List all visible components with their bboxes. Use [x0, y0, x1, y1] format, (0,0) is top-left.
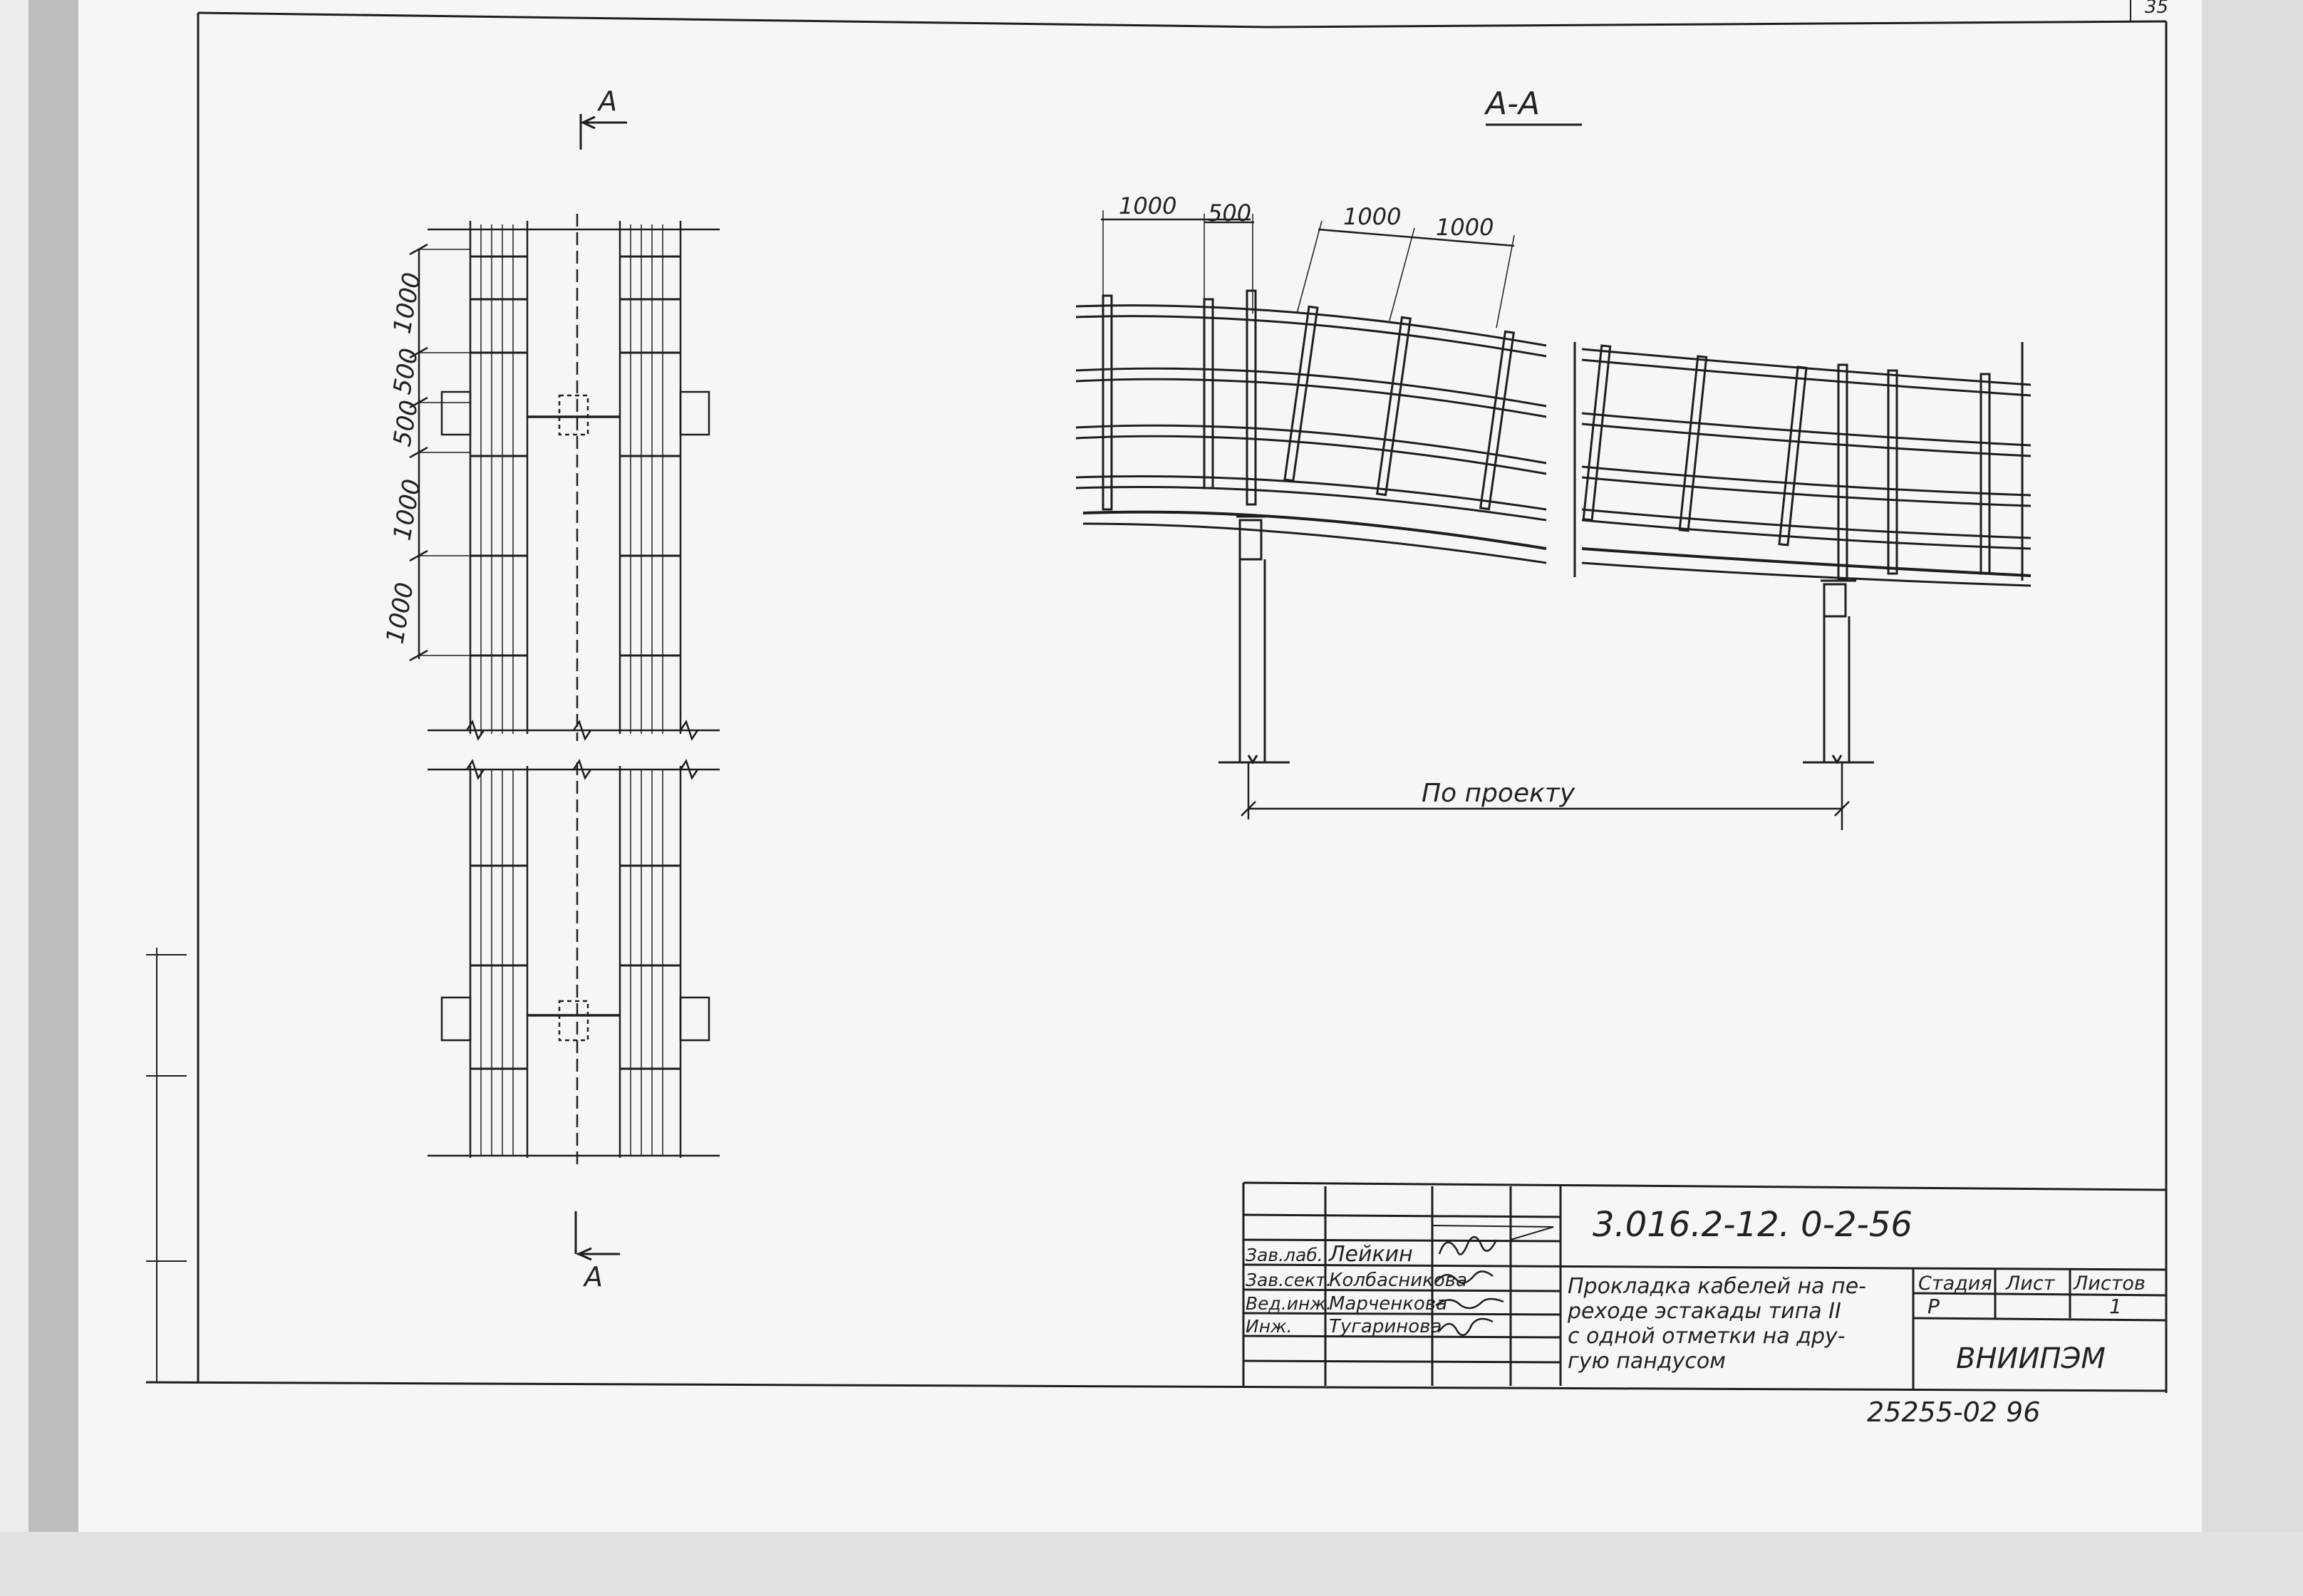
signature-name-1: Лейкин — [1328, 1242, 1413, 1267]
scan-bottom-band — [0, 1532, 2303, 1596]
paper-page — [78, 0, 2202, 1532]
stage-value: Р — [1927, 1295, 1940, 1318]
plan-lower-crossbars — [470, 864, 680, 1070]
title-block — [1242, 1181, 2167, 1389]
drawing-description: Прокладка кабелей на пе- реходе эстакады… — [1567, 1274, 1866, 1374]
signature-table: Зав.лаб. Лейкин Зав.сект. Колбасникова В… — [1246, 1236, 1504, 1337]
plan-view: А А — [381, 86, 720, 1292]
left-support-column — [1218, 515, 1290, 765]
plan-upper-joint — [440, 390, 710, 436]
section-dim-4: 1000 — [1436, 214, 1494, 241]
scan-left-shadow — [29, 0, 78, 1532]
signature-role-4: Инж. — [1246, 1316, 1293, 1337]
span-dimension — [1241, 762, 1850, 830]
signature-name-4: Тугаринова — [1329, 1316, 1442, 1337]
plan-break-marks — [465, 720, 699, 780]
left-ramp-posts — [1102, 289, 1516, 511]
section-mark-top-label: А — [596, 86, 617, 117]
description-line-4: гую пандусом — [1568, 1349, 1726, 1374]
signature-name-2: Колбасникова — [1329, 1270, 1467, 1291]
organization-name: ВНИИПЭМ — [1956, 1342, 2106, 1375]
section-view: А-А 1000 500 1000 1000 — [1075, 86, 2032, 830]
section-mark-bottom-label: А — [582, 1261, 603, 1292]
signature-name-3: Марченкова — [1329, 1293, 1447, 1315]
stage-sheet-table: Стадия Лист Листов Р 1 ВНИИПЭМ — [1918, 1273, 2146, 1375]
section-dim-2: 500 — [1208, 200, 1251, 227]
signature-role-2: Зав.сект. — [1246, 1270, 1332, 1290]
right-ramp-posts — [1573, 342, 2024, 581]
description-line-3: с одной отметки на дру- — [1568, 1324, 1846, 1349]
header-sheets-total: Листов — [2073, 1273, 2146, 1295]
corner-stamp: 35 — [2145, 0, 2168, 18]
header-stage: Стадия — [1918, 1273, 1992, 1295]
signature-role-1: Зав.лаб. — [1246, 1245, 1323, 1265]
plan-upper-crossbars — [470, 255, 680, 657]
archive-number: 25255-02 96 — [1867, 1396, 2040, 1428]
section-dim-1: 1000 — [1119, 192, 1176, 219]
sheet-frame — [145, 0, 2168, 1393]
sheets-total-value: 1 — [2109, 1295, 2122, 1318]
left-ramp-rails — [1075, 304, 1547, 564]
header-sheet: Лист — [2005, 1273, 2056, 1295]
plan-lower-joint — [440, 996, 710, 1042]
right-support-column — [1803, 579, 1874, 765]
section-dim-3: 1000 — [1343, 203, 1401, 230]
description-line-2: реходе эстакады типа II — [1567, 1299, 1841, 1324]
document-code: 3.016.2-12. 0-2-56 — [1593, 1205, 1913, 1245]
right-ramp-rails — [1581, 348, 2032, 587]
span-label: По проекту — [1422, 779, 1575, 808]
plan-upper-block — [428, 214, 720, 741]
scan-right-strip — [2202, 0, 2303, 1539]
section-title: А-А — [1484, 86, 1540, 122]
signature-role-3: Вед.инж. — [1246, 1293, 1332, 1314]
handwritten-signatures — [1435, 1236, 1504, 1337]
section-mark-bottom — [574, 1211, 620, 1261]
section-mark-top — [579, 114, 627, 150]
plan-dimension-chain — [409, 243, 470, 662]
description-line-1: Прокладка кабелей на пе- — [1568, 1274, 1866, 1299]
